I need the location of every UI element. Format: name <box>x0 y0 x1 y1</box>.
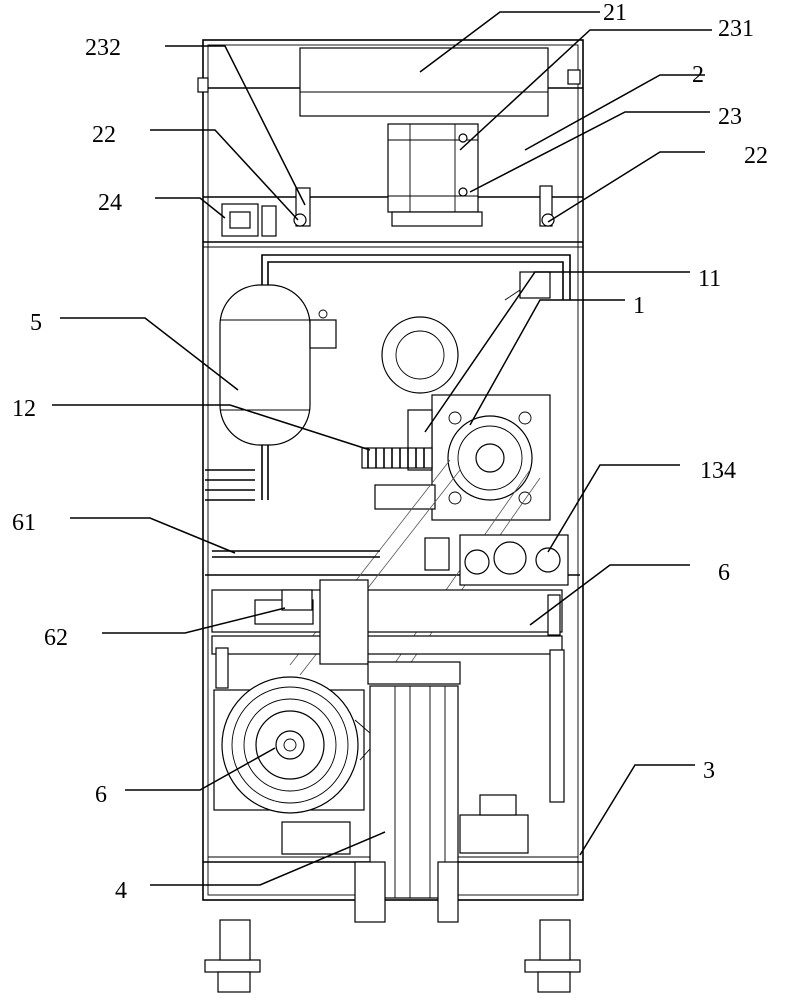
vertical-cylinder <box>281 685 529 923</box>
label-12: 12 <box>12 396 36 422</box>
label-61: 61 <box>12 510 36 536</box>
label-62: 62 <box>44 625 68 651</box>
tank <box>219 284 337 446</box>
upper-sprocket-assembly <box>361 271 551 521</box>
label-11: 11 <box>698 266 721 292</box>
label-134: 134 <box>700 458 736 484</box>
callout-labels: 21 232 231 2 23 22 22 24 11 1 5 12 134 6… <box>12 0 768 904</box>
label-22-right: 22 <box>744 143 768 169</box>
label-4: 4 <box>115 878 127 904</box>
label-23: 23 <box>718 104 742 130</box>
label-6-lower: 6 <box>95 782 107 808</box>
label-24: 24 <box>98 190 122 216</box>
label-6-mid: 6 <box>718 560 730 586</box>
label-232: 232 <box>85 35 121 61</box>
label-1: 1 <box>633 293 645 319</box>
label-3: 3 <box>703 758 715 784</box>
label-231: 231 <box>718 16 754 42</box>
label-22-left: 22 <box>92 122 116 148</box>
leader-lines <box>52 11 712 886</box>
motor-assembly <box>213 676 379 814</box>
label-21: 21 <box>603 0 627 26</box>
casters <box>204 919 581 993</box>
top-module <box>197 47 581 237</box>
mid-components <box>212 534 569 586</box>
label-2: 2 <box>692 62 704 88</box>
label-5: 5 <box>30 310 42 336</box>
spring <box>361 447 433 469</box>
lower-rails <box>211 579 565 803</box>
